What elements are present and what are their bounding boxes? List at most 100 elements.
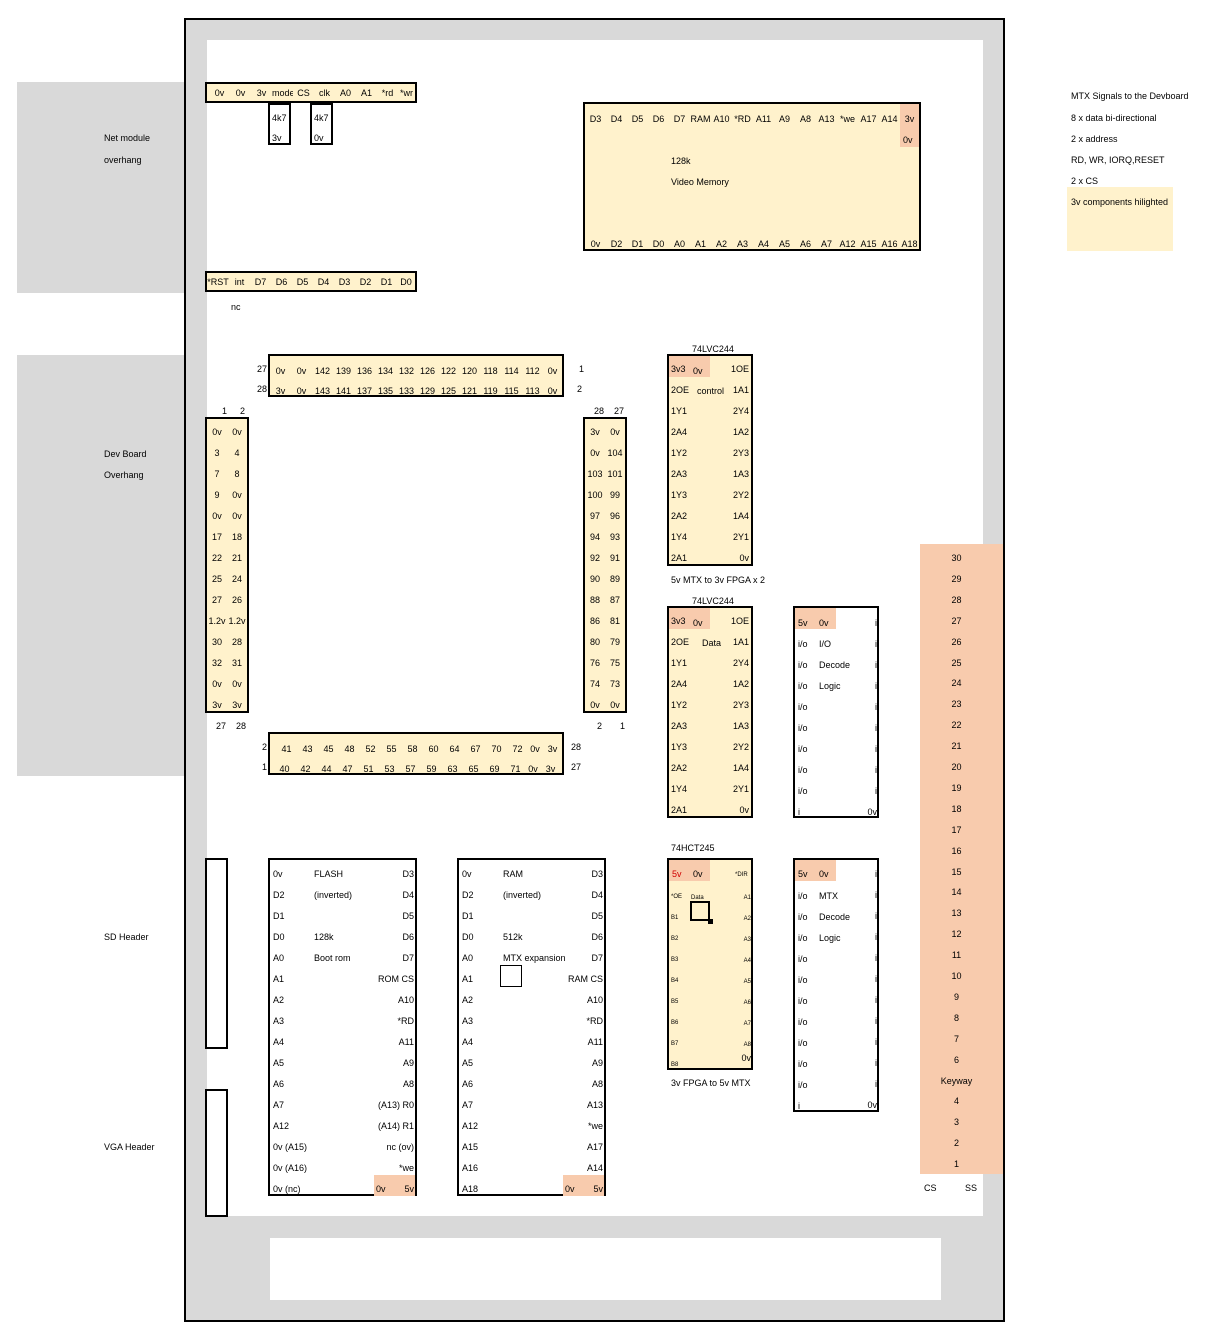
buffer-1-title: 74LVC244 [692, 344, 734, 354]
edge-pin: 19 [951, 782, 962, 793]
pin: 1Y3 [671, 490, 688, 500]
edge-pin: 1 [953, 1159, 959, 1170]
board-bottom-panel [270, 1238, 941, 1300]
pin: i [875, 974, 877, 984]
pin: B5 [671, 999, 679, 1005]
pin: i/o [798, 765, 808, 775]
pin: i [875, 723, 877, 733]
pin: 0v [376, 1184, 386, 1194]
pin: 18 [231, 532, 242, 542]
pin: 1A4 [732, 763, 749, 773]
pin-number: 27 [614, 406, 625, 416]
pin: i [798, 807, 800, 817]
pin: 1A3 [732, 721, 749, 731]
pin: 125 [440, 386, 457, 396]
pin: 44 [321, 764, 332, 774]
pin: D2 [462, 890, 474, 900]
pin: A8 [743, 1042, 751, 1048]
pin: 71 [510, 764, 521, 774]
legend-line: 2 x CS [1071, 176, 1099, 186]
pin: A7 [462, 1100, 474, 1110]
pin: *we [398, 1163, 414, 1173]
pin: A12 [462, 1121, 479, 1131]
pin: clk [319, 88, 330, 98]
pin: 87 [609, 595, 620, 605]
pin: 31 [231, 658, 242, 668]
pin: i/o [798, 933, 808, 943]
pin: A2 [273, 995, 285, 1005]
pin: 69 [489, 764, 500, 774]
pin: D2 [359, 277, 372, 287]
pin: i [875, 1058, 877, 1068]
pin1-dot-icon [708, 919, 713, 924]
pin: 51 [363, 764, 374, 774]
edge-pin: 2 [953, 1138, 959, 1149]
pin: 3v [256, 88, 267, 98]
chip-label: RAM [503, 869, 523, 879]
pin: 2A4 [671, 679, 688, 689]
pin: A9 [591, 1058, 603, 1068]
net-header-bottom: *RST int D7 D6 D5 D4 D3 D2 D1 D0 [205, 271, 417, 292]
video-memory-chip: D3 D4 D5 D6 D7 RAM A10 *RD A11 A9 A8 A13… [583, 102, 921, 251]
pin: i/o [798, 681, 808, 691]
edge-pin: 27 [951, 615, 962, 626]
pin: 0v [693, 618, 703, 628]
pin: A6 [462, 1079, 474, 1089]
edge-pin: 9 [953, 991, 959, 1002]
edge-pin: 10 [951, 971, 962, 981]
pin: B4 [671, 978, 679, 984]
pin: A2 [743, 916, 751, 922]
pin: i/o [798, 744, 808, 754]
pin-number: 28 [571, 742, 582, 752]
pin-number: 27 [257, 364, 268, 374]
pin: 3v [590, 427, 600, 437]
edge-pin: 11 [951, 950, 962, 961]
pin: i [875, 744, 877, 754]
edge-pin: 13 [951, 908, 962, 919]
edge-pin: 12 [951, 929, 962, 940]
pin: A16 [462, 1163, 479, 1173]
pin: i [875, 786, 877, 796]
buffer-1-caption: 5v MTX to 3v FPGA x 2 [671, 575, 766, 585]
pin: i [875, 639, 877, 649]
pin: 0v [462, 869, 472, 879]
vga-header [205, 1089, 228, 1217]
pin: i [875, 1037, 877, 1047]
pin: A9 [778, 114, 790, 124]
pin: 5v [672, 869, 682, 879]
pin: 141 [335, 386, 352, 396]
pin: D2 [273, 890, 285, 900]
pin: A18 [901, 239, 918, 249]
pin: 0v [296, 366, 307, 376]
edge-pin: 21 [951, 741, 962, 752]
pin: 135 [377, 386, 394, 396]
pin: 79 [609, 637, 620, 647]
pin: 1Y3 [671, 742, 688, 752]
pin: 43 [302, 744, 313, 754]
chip-label: Decode [819, 912, 851, 922]
pin: 89 [609, 574, 620, 584]
pin: 55 [386, 744, 397, 754]
pin: 2Y1 [732, 532, 749, 542]
pin: 1A1 [732, 637, 749, 647]
pin: 114 [504, 366, 519, 376]
pin: B7 [671, 1041, 679, 1047]
chip-label: MTX expansion [503, 953, 566, 963]
legend-highlight-note: 3v components hilighted [1071, 197, 1169, 207]
pin: A1 [743, 895, 751, 901]
pin: A6 [273, 1079, 285, 1089]
pin: 4 [234, 448, 240, 458]
nc-label: nc [231, 302, 241, 312]
pin: 8 [234, 469, 240, 479]
pin: 9 [214, 490, 220, 500]
pin: i/o [798, 702, 808, 712]
pin: 0v [590, 239, 601, 249]
chip-label: 128k [314, 932, 334, 942]
pin: 0v [530, 744, 540, 754]
pin: 1Y2 [671, 448, 688, 458]
pin: D1 [462, 911, 474, 921]
pin: A7 [273, 1100, 285, 1110]
pin: 17 [211, 532, 222, 542]
pin: A12 [273, 1121, 290, 1131]
